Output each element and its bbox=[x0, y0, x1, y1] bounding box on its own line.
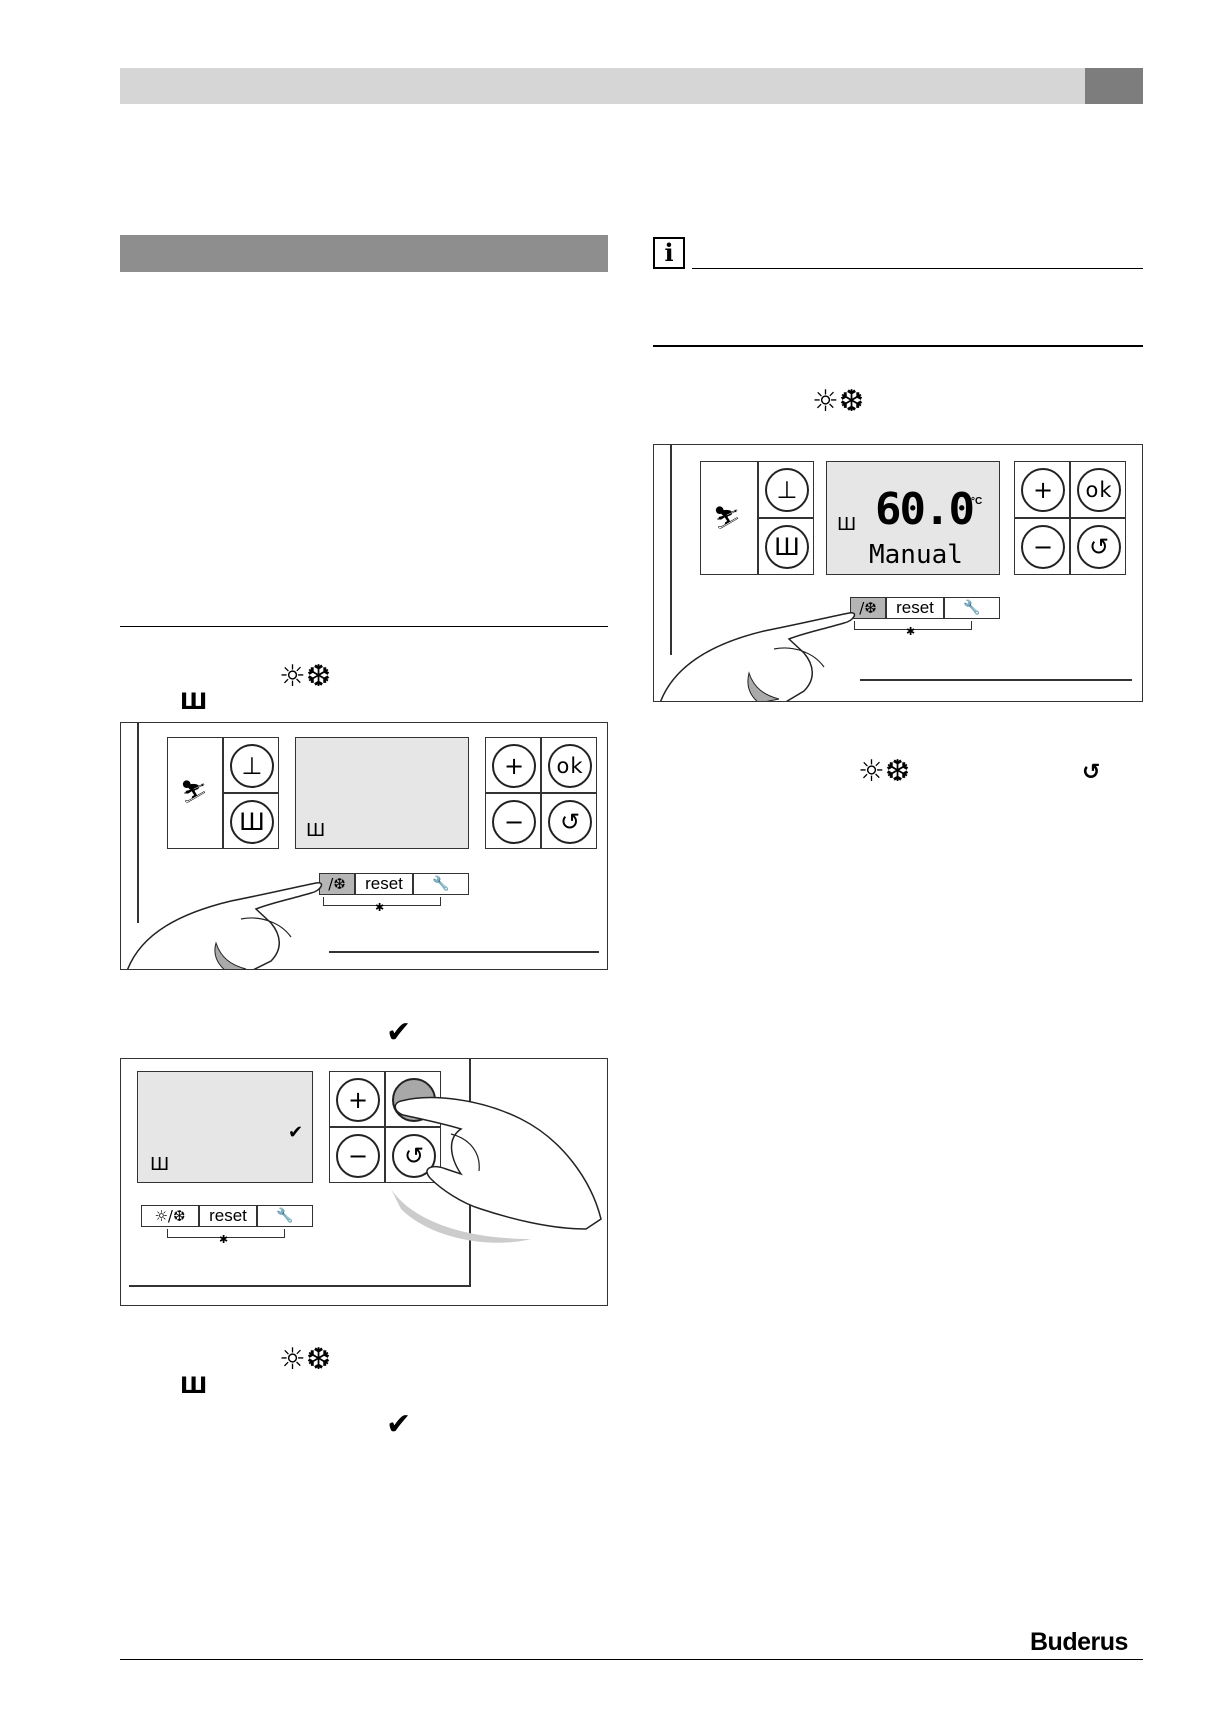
finger-illustration bbox=[391, 1096, 602, 1243]
check-icon: ✔ bbox=[386, 1407, 412, 1442]
finger-illustration bbox=[660, 612, 856, 701]
check-icon: ✔ bbox=[288, 1122, 304, 1143]
figure-control-panel-3: ⛷ ⊥ Ш Ш 60.0 °C Manual + ok − ↺ /❆ reset… bbox=[653, 444, 1143, 702]
summer-winter-icon: ☼❆ bbox=[812, 384, 865, 419]
wrench-icon: 🔧 bbox=[963, 600, 981, 616]
radiator-icon: Ш bbox=[180, 690, 208, 715]
plus-button[interactable]: + bbox=[336, 1078, 380, 1122]
display-screen: ✔ Ш bbox=[137, 1071, 313, 1183]
back-icon: ↺ bbox=[1088, 533, 1110, 561]
reset-button[interactable]: reset bbox=[199, 1205, 257, 1227]
summer-winter-button[interactable]: /❆ bbox=[319, 873, 355, 895]
display-screen: Ш bbox=[295, 737, 469, 849]
radiator-icon: Ш bbox=[837, 514, 857, 535]
heating-button[interactable]: Ш bbox=[765, 525, 809, 569]
info-note-top-rule bbox=[692, 268, 1143, 269]
display-screen: Ш 60.0 °C Manual bbox=[826, 461, 1000, 575]
section-heading-bar bbox=[120, 235, 608, 272]
radiator-icon: Ш bbox=[180, 1374, 208, 1399]
brand-logo: Buderus bbox=[1030, 1628, 1128, 1656]
plus-button[interactable]: + bbox=[492, 744, 536, 788]
child-lock-icon: ✱ bbox=[906, 625, 916, 638]
radiator-icon: Ш bbox=[239, 808, 265, 836]
figure-control-panel-2: ✔ Ш + − ↺ ☼/❆ reset 🔧 ✱ bbox=[120, 1058, 608, 1306]
header-tab bbox=[1085, 68, 1143, 104]
back-icon: ↺ bbox=[1082, 760, 1101, 785]
wrench-icon: 🔧 bbox=[432, 876, 450, 892]
temperature-unit: °C bbox=[971, 496, 983, 507]
plus-button[interactable]: + bbox=[1021, 468, 1065, 512]
radiator-icon: Ш bbox=[150, 1154, 170, 1175]
wrench-icon: 🔧 bbox=[276, 1208, 294, 1224]
ok-button[interactable]: ok bbox=[548, 744, 592, 788]
summer-winter-button[interactable]: ☼/❆ bbox=[141, 1205, 199, 1227]
hot-water-button[interactable]: ⊥ bbox=[765, 468, 809, 512]
back-button[interactable]: ↺ bbox=[548, 800, 592, 844]
info-icon: i bbox=[653, 237, 685, 269]
tap-icon: ⊥ bbox=[241, 752, 263, 780]
hot-water-button[interactable]: ⊥ bbox=[230, 744, 274, 788]
summer-winter-icon: ☼❆ bbox=[858, 754, 911, 789]
temperature-readout: 60.0 bbox=[875, 484, 975, 535]
header-bar bbox=[120, 68, 1085, 104]
bather-icon: ⛷ bbox=[180, 780, 208, 805]
back-icon: ↺ bbox=[559, 808, 581, 836]
radiator-icon: Ш bbox=[306, 820, 326, 841]
mode-readout: Manual bbox=[869, 540, 963, 570]
minus-button[interactable]: − bbox=[492, 800, 536, 844]
child-lock-icon: ✱ bbox=[375, 901, 385, 914]
service-button[interactable]: 🔧 bbox=[944, 597, 1000, 619]
minus-button[interactable]: − bbox=[1021, 525, 1065, 569]
heating-button[interactable]: Ш bbox=[230, 800, 274, 844]
bracket bbox=[167, 1229, 285, 1238]
check-icon: ✔ bbox=[386, 1015, 412, 1050]
radiator-icon: Ш bbox=[774, 533, 800, 561]
minus-button[interactable]: − bbox=[336, 1134, 380, 1178]
bracket bbox=[854, 621, 972, 630]
child-lock-icon: ✱ bbox=[219, 1233, 229, 1246]
service-button[interactable]: 🔧 bbox=[257, 1205, 313, 1227]
ok-button[interactable]: ok bbox=[1077, 468, 1121, 512]
info-note-bottom-rule bbox=[653, 345, 1143, 347]
footer-rule bbox=[120, 1659, 1143, 1660]
pictogram-cell: ⛷ bbox=[700, 461, 758, 575]
summer-winter-button[interactable]: /❆ bbox=[850, 597, 886, 619]
back-icon: ↺ bbox=[403, 1142, 425, 1170]
bracket bbox=[323, 897, 441, 906]
tap-icon: ⊥ bbox=[776, 476, 798, 504]
left-divider-rule bbox=[120, 626, 608, 627]
summer-winter-icon: ☼❆ bbox=[279, 659, 332, 694]
reset-button[interactable]: reset bbox=[355, 873, 413, 895]
back-button[interactable]: ↺ bbox=[1077, 525, 1121, 569]
summer-winter-icon: ☼❆ bbox=[279, 1342, 332, 1377]
finger-illustration bbox=[127, 882, 323, 969]
bather-icon: ⛷ bbox=[713, 506, 741, 531]
service-button[interactable]: 🔧 bbox=[413, 873, 469, 895]
reset-button[interactable]: reset bbox=[886, 597, 944, 619]
figure-control-panel-1: ⛷ ⊥ Ш Ш + ok − ↺ /❆ reset 🔧 ✱ bbox=[120, 722, 608, 970]
pictogram-cell: ⛷ bbox=[167, 737, 223, 849]
